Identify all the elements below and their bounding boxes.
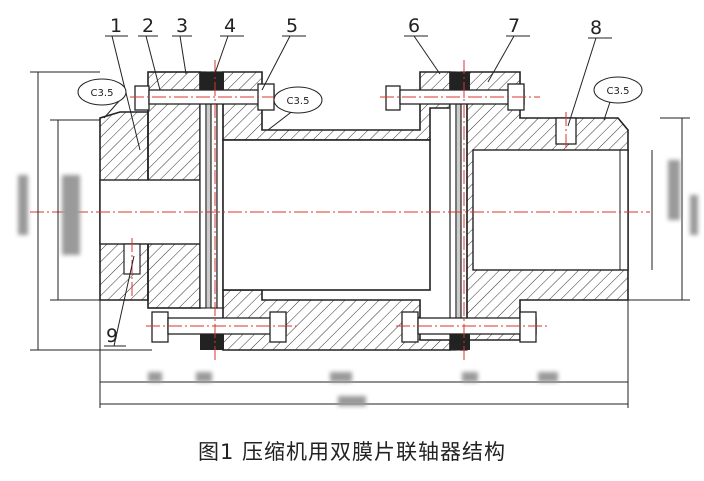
spacer-tube — [222, 71, 451, 351]
left-flange-stack — [199, 71, 224, 350]
dimension-lines — [30, 71, 690, 408]
part-label-7: 7 — [508, 15, 520, 37]
centerlines — [30, 60, 650, 360]
chamfer-callouts: C3.5 C3.5 C3.5 — [77, 76, 643, 114]
chamfer-label-left: C3.5 — [91, 88, 114, 99]
chamfer-label-middle: C3.5 — [287, 96, 310, 107]
chamfer-label-right: C3.5 — [607, 86, 630, 97]
left-hub — [99, 71, 201, 309]
right-hub — [466, 71, 629, 341]
bolt-bottom-left — [151, 311, 287, 343]
part-label-2: 2 — [142, 15, 154, 37]
part-label-8: 8 — [590, 17, 602, 39]
part-label-5: 5 — [286, 15, 298, 37]
part-label-9: 9 — [106, 325, 118, 347]
part-label-3: 3 — [176, 15, 188, 37]
bolt-bottom-right — [401, 311, 537, 343]
part-label-4: 4 — [224, 15, 236, 37]
part-label-1: 1 — [110, 15, 122, 37]
part-number-labels: 1 2 3 4 5 6 7 8 9 — [106, 15, 602, 347]
figure-caption: 图1 压缩机用双膜片联轴器结构 — [197, 440, 507, 464]
part-label-6: 6 — [408, 15, 420, 37]
blurred-dimension-values — [18, 160, 698, 406]
